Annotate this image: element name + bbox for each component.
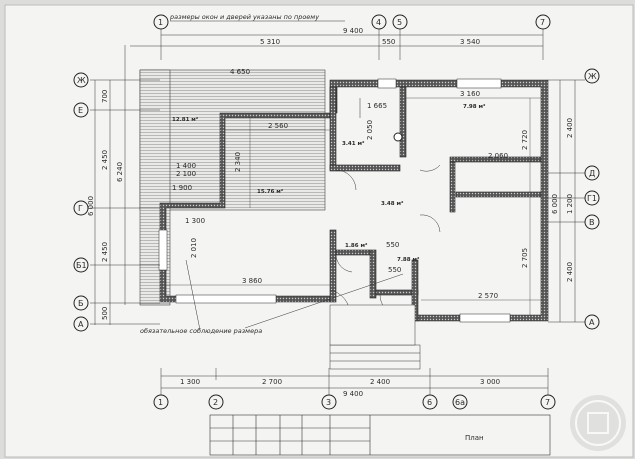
room-area-kitchen: 7.88 м² xyxy=(397,256,420,263)
svg-text:7: 7 xyxy=(540,18,545,27)
axis-bottom-3: 3 xyxy=(321,394,337,410)
axis-right-zh: Ж xyxy=(584,68,600,84)
windows xyxy=(158,78,511,323)
dim-top-3: 3 540 xyxy=(460,38,480,46)
shower-drain xyxy=(393,132,403,142)
dim-living-top: 2 560 xyxy=(268,122,288,130)
room-area-hall: 3.48 м² xyxy=(381,200,404,207)
svg-text:Г1: Г1 xyxy=(587,194,597,203)
dim-bottom-3000: 3 000 xyxy=(480,378,500,386)
bottom-dimensions xyxy=(160,368,549,395)
svg-text:6: 6 xyxy=(427,398,432,407)
room-area-living: 15.76 м² xyxy=(257,188,284,195)
room-area-bath: 3.41 м² xyxy=(342,140,365,147)
dim-right-2400-a: 2 400 xyxy=(566,118,574,138)
dim-living-height: 2 010 xyxy=(190,238,198,258)
title-block xyxy=(209,414,551,456)
dim-right-6000: 6 000 xyxy=(551,194,559,214)
dim-right-1200: 1 200 xyxy=(566,194,574,214)
axis-left-e: Е xyxy=(73,102,89,118)
axis-right-a: А xyxy=(584,314,600,330)
dim-kitchen-width: 2 060 xyxy=(488,152,508,160)
axis-left-b: Б xyxy=(73,295,89,311)
dim-living-cut: 1 300 xyxy=(185,217,205,225)
dim-bottom-total: 9 400 xyxy=(343,390,363,398)
dim-kitchen-height: 2 705 xyxy=(521,248,529,268)
dim-top-2: 550 xyxy=(382,38,395,46)
svg-text:Ж: Ж xyxy=(77,76,86,85)
terrace-deck xyxy=(139,69,326,211)
top-note: размеры окон и дверей указаны по проему xyxy=(169,13,319,21)
axis-bottom-6a: 6а xyxy=(452,394,468,410)
dim-bottom-2400: 2 400 xyxy=(370,378,390,386)
dim-window-1400: 1 400 xyxy=(176,162,196,170)
svg-text:7: 7 xyxy=(545,398,550,407)
axis-bottom-6: 6 xyxy=(422,394,438,410)
dim-bottom-1300: 1 300 xyxy=(180,378,200,386)
svg-text:Б: Б xyxy=(78,299,84,308)
room-area-wc: 1.86 м² xyxy=(345,242,368,249)
room-area-bedroom: 7.98 м² xyxy=(463,103,486,110)
dim-wc-550: 550 xyxy=(386,241,399,249)
mandatory-dimension-note: обязательное соблюдение размера xyxy=(140,327,262,335)
room-area-terrace: 12.81 м² xyxy=(172,116,199,123)
svg-text:В: В xyxy=(589,218,595,227)
top-dimensions xyxy=(130,29,544,60)
watermark-logo xyxy=(570,395,626,451)
svg-text:1: 1 xyxy=(158,398,163,407)
svg-text:2: 2 xyxy=(213,398,218,407)
dim-left-2450-a: 2 450 xyxy=(101,150,109,170)
axis-left-b1: Б1 xyxy=(73,257,89,273)
svg-text:А: А xyxy=(589,318,595,327)
svg-text:А: А xyxy=(78,320,84,329)
dim-bottom-2700: 2 700 xyxy=(262,378,282,386)
dim-living-left: 2 340 xyxy=(234,152,242,172)
dim-left-6000: 6 000 xyxy=(87,196,95,216)
axis-bottom-7: 7 xyxy=(540,394,556,410)
svg-text:Е: Е xyxy=(78,106,83,115)
drawing-title: План xyxy=(465,434,484,442)
dim-left-700: 700 xyxy=(101,90,109,103)
dim-bedroom-width: 3 160 xyxy=(460,90,480,98)
svg-text:4: 4 xyxy=(376,18,381,27)
axis-left-zh: Ж xyxy=(73,72,89,88)
dim-bath-1665: 1 665 xyxy=(367,102,387,110)
dim-top-total: 9 400 xyxy=(343,27,363,35)
exterior-walls xyxy=(159,79,549,322)
dim-living-bottom: 3 860 xyxy=(242,277,262,285)
dim-left-2450-b: 2 450 xyxy=(101,242,109,262)
entrance-steps xyxy=(329,304,421,370)
axis-left-a: А xyxy=(73,316,89,332)
dim-left-6240: 6 240 xyxy=(116,162,124,182)
right-dimensions xyxy=(548,79,585,323)
svg-text:Б1: Б1 xyxy=(76,261,87,270)
svg-text:Д: Д xyxy=(589,169,595,178)
svg-text:3: 3 xyxy=(326,398,331,407)
left-dimensions xyxy=(90,45,160,325)
inner-dimensions xyxy=(166,97,541,315)
dim-kitchen-bottom: 2 570 xyxy=(478,292,498,300)
svg-text:6а: 6а xyxy=(455,398,465,407)
axis-bottom-1: 1 xyxy=(153,394,169,410)
dim-terrace-side: 1 900 xyxy=(172,184,192,192)
svg-text:Ж: Ж xyxy=(588,72,597,81)
axis-right-g1: Г1 xyxy=(584,190,600,206)
svg-text:1: 1 xyxy=(158,18,163,27)
axis-right-v: В xyxy=(584,214,600,230)
svg-text:Г: Г xyxy=(78,204,83,213)
dim-bedroom-height: 2 720 xyxy=(521,130,529,150)
dim-right-2400-b: 2 400 xyxy=(566,262,574,282)
svg-text:5: 5 xyxy=(397,18,402,27)
dim-bath-2050: 2 050 xyxy=(366,120,374,140)
dim-left-500: 500 xyxy=(101,307,109,320)
axis-right-d: Д xyxy=(584,165,600,181)
axis-left-g: Г xyxy=(73,200,89,216)
dim-top-1: 5 310 xyxy=(260,38,280,46)
dim-entry-550: 550 xyxy=(388,266,401,274)
dim-deck-width: 4 650 xyxy=(230,68,250,76)
dim-window-2100: 2 100 xyxy=(176,170,196,178)
axis-bottom-2: 2 xyxy=(208,394,224,410)
